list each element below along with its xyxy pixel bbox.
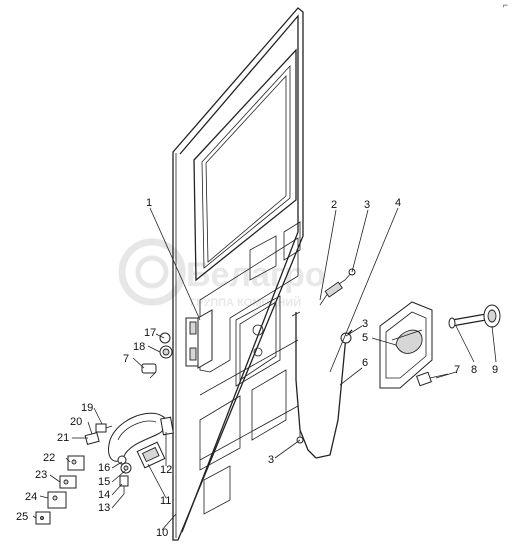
- callout-7-right: 7: [454, 364, 460, 376]
- callout-11: 11: [160, 495, 171, 507]
- callout-5: 5: [362, 332, 368, 344]
- callout-19: 19: [81, 402, 93, 414]
- callout-25: 25: [16, 511, 28, 523]
- outside-handle: [379, 301, 449, 389]
- callout-21: 21: [57, 432, 69, 444]
- callout-8: 8: [471, 364, 477, 376]
- lock-rods: [291, 268, 356, 459]
- fasteners: [95, 332, 173, 494]
- callout-labels: 1 2 3 4 3 5 6 7 8 9 17 18 7 19 20 21 22 …: [16, 197, 498, 539]
- callout-18: 18: [133, 341, 145, 353]
- door-panel: [172, 7, 304, 541]
- watermark-brand: Белагро: [186, 256, 326, 294]
- callout-9: 9: [492, 364, 498, 376]
- callout-20: 20: [70, 416, 82, 428]
- callout-16: 16: [98, 462, 110, 474]
- watermark: Белагро ГРУППА КОМПАНИЙ: [118, 238, 326, 309]
- callout-13: 13: [98, 502, 110, 514]
- callout-7-left: 7: [123, 353, 129, 365]
- watermark-subtitle: ГРУППА КОМПАНИЙ: [190, 296, 301, 309]
- callout-22: 22: [43, 452, 55, 464]
- inside-handle: [108, 412, 174, 469]
- callout-3b: 3: [362, 318, 368, 330]
- callout-10: 10: [156, 527, 168, 539]
- callout-24: 24: [25, 491, 37, 503]
- leader-lines: [32, 207, 497, 531]
- callout-3: 3: [364, 199, 370, 211]
- callout-14: 14: [98, 489, 110, 501]
- callout-12: 12: [160, 464, 172, 476]
- callout-2: 2: [331, 199, 337, 211]
- callout-6: 6: [362, 357, 368, 369]
- callout-23: 23: [35, 469, 47, 481]
- callout-3c: 3: [268, 454, 274, 466]
- pin-assembly: [448, 304, 501, 329]
- clips: [35, 431, 100, 525]
- callout-17: 17: [144, 327, 156, 339]
- callout-15: 15: [98, 476, 110, 488]
- callout-1: 1: [146, 197, 152, 209]
- corner-mark: ⌐: [502, 0, 508, 10]
- callout-4: 4: [395, 197, 401, 209]
